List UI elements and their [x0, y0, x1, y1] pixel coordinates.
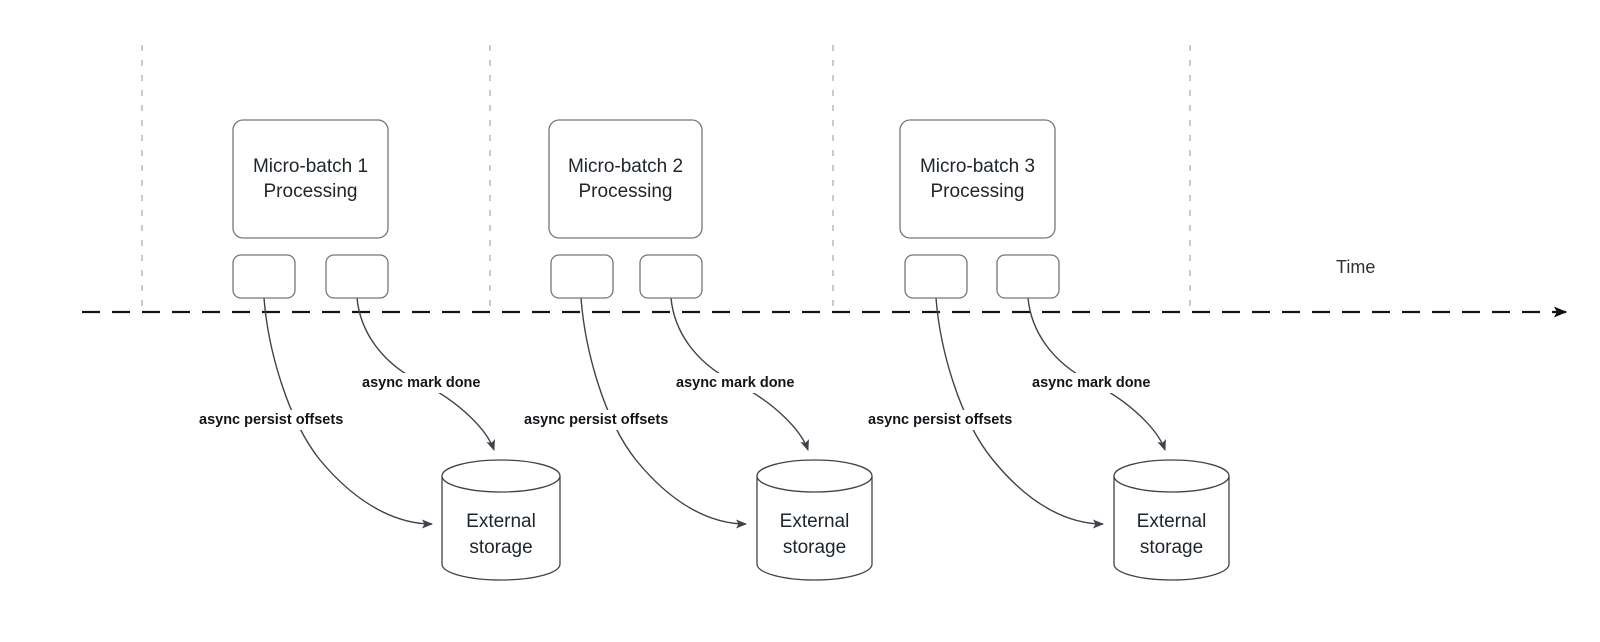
edge-label-bg-markdone-2: [672, 373, 817, 393]
edge-label-bg-persist-1: [195, 410, 375, 430]
storage-cylinder-3[interactable]: External storage: [1113, 459, 1230, 581]
process-box-2-line1: Micro-batch 2: [568, 156, 683, 177]
process-box-3-line2: Processing: [931, 181, 1025, 202]
process-box-3-line1: Micro-batch 3: [920, 156, 1035, 177]
storage-cylinder-2-top: [756, 459, 873, 493]
edge-label-bg-persist-2: [520, 410, 700, 430]
storage-cylinder-2[interactable]: External storage: [756, 459, 873, 581]
edge-persist-offsets-1: [263, 297, 433, 529]
process-box-2-line2: Processing: [579, 181, 673, 202]
edge-path-persist-offsets-1: [263, 297, 433, 529]
edge-label-persist-offsets-2: async persist offsets: [524, 412, 668, 428]
process-box-1-line2: Processing: [264, 181, 358, 202]
group-micro-batch-1: Micro-batch 1 Processing async persist o…: [195, 119, 561, 581]
storage-cylinder-1-line2: storage: [469, 537, 532, 558]
storage-cylinder-3-line1: External: [1137, 511, 1207, 532]
edge-label-bg-markdone-1: [358, 373, 503, 393]
time-axis-label: Time: [1336, 257, 1375, 277]
task-box-2b[interactable]: [639, 254, 703, 299]
edge-label-mark-done-1: async mark done: [362, 375, 480, 391]
storage-cylinder-3-line2: storage: [1140, 537, 1203, 558]
edge-path-persist-offsets-2: [580, 297, 747, 529]
edge-label-mark-done-2: async mark done: [676, 375, 794, 391]
storage-cylinder-1-body: [441, 476, 561, 581]
process-box-1[interactable]: [232, 119, 389, 239]
edge-persist-offsets-2: [580, 297, 747, 529]
storage-cylinder-3-top: [1113, 459, 1230, 493]
task-box-2a[interactable]: [550, 254, 614, 299]
edge-persist-offsets-3: [935, 297, 1104, 529]
process-box-1-line1: Micro-batch 1: [253, 156, 368, 177]
storage-cylinder-1-top: [441, 459, 561, 493]
edge-label-persist-offsets-1: async persist offsets: [199, 412, 343, 428]
storage-cylinder-2-line2: storage: [783, 537, 846, 558]
task-box-1b[interactable]: [325, 254, 389, 299]
storage-cylinder-1-line1: External: [466, 511, 536, 532]
storage-cylinder-2-line1: External: [780, 511, 850, 532]
group-micro-batch-3: Micro-batch 3 Processing async persist o…: [864, 119, 1230, 581]
storage-cylinder-1[interactable]: External storage: [441, 459, 561, 581]
process-box-3[interactable]: [899, 119, 1056, 239]
process-box-2[interactable]: [548, 119, 703, 239]
edge-label-bg-markdone-3: [1028, 373, 1173, 393]
edge-label-mark-done-3: async mark done: [1032, 375, 1150, 391]
task-box-1a[interactable]: [232, 254, 296, 299]
storage-cylinder-3-body: [1113, 476, 1230, 581]
group-micro-batch-2: Micro-batch 2 Processing async persist o…: [520, 119, 873, 581]
storage-cylinder-2-body: [756, 476, 873, 581]
time-axis: Time: [82, 257, 1567, 318]
task-box-3a[interactable]: [904, 254, 968, 299]
edge-path-persist-offsets-3: [935, 297, 1104, 529]
edge-label-bg-persist-3: [864, 410, 1044, 430]
task-box-3b[interactable]: [996, 254, 1060, 299]
edge-label-persist-offsets-3: async persist offsets: [868, 412, 1012, 428]
